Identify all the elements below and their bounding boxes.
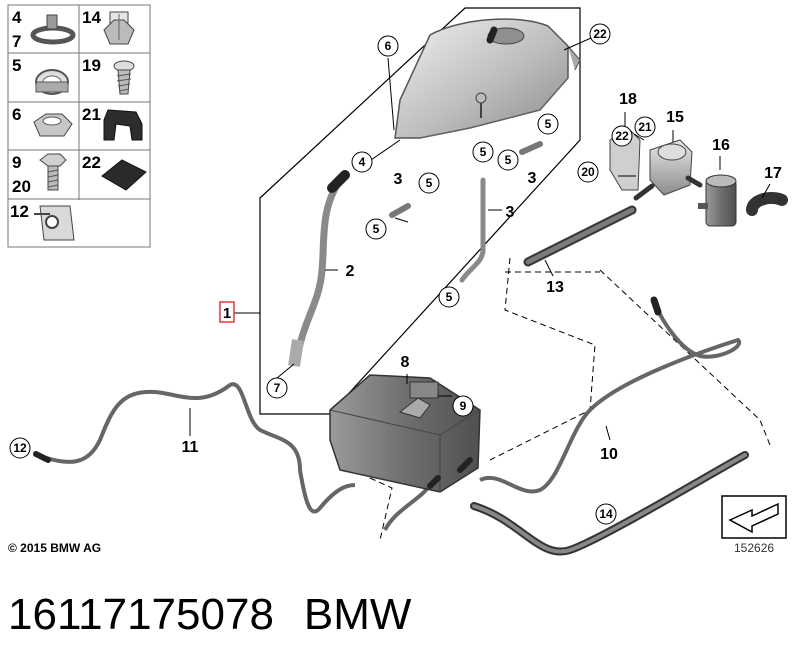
hose-end — [33, 451, 51, 463]
direction-arrow-icon — [721, 495, 787, 539]
pad-icon — [101, 159, 147, 191]
expansion-tank — [394, 18, 581, 139]
callout-8[interactable]: 8 — [401, 354, 410, 371]
hose-end — [327, 170, 350, 193]
part-number: 16117175078 — [8, 590, 274, 639]
spring-clip-icon — [103, 11, 135, 45]
svg-text:7: 7 — [274, 381, 281, 395]
fuel-line-11 — [39, 382, 356, 514]
svg-text:21: 21 — [638, 120, 652, 134]
svg-text:5: 5 — [373, 222, 380, 236]
callout-5[interactable]: 5 — [537, 113, 559, 135]
legend-label: 9 — [12, 153, 21, 172]
svg-text:5: 5 — [480, 145, 487, 159]
callout-5[interactable]: 5 — [497, 149, 519, 171]
part-brand: BMW — [303, 590, 412, 639]
elbow-17 — [746, 192, 788, 216]
rubber-mount-icon — [103, 109, 143, 141]
legend-label: 4 — [12, 8, 22, 27]
legend-label: 19 — [82, 56, 101, 75]
legend-grid — [7, 4, 151, 248]
svg-text:5: 5 — [426, 176, 433, 190]
callout-5[interactable]: 5 — [438, 286, 460, 308]
callout-20[interactable]: 20 — [577, 161, 599, 183]
svg-text:20: 20 — [581, 165, 595, 179]
callout-5[interactable]: 5 — [365, 218, 387, 240]
callout-22[interactable]: 22 — [611, 125, 633, 147]
callout-3[interactable]: 3 — [528, 170, 537, 187]
callout-3[interactable]: 3 — [506, 204, 515, 221]
callout-10[interactable]: 10 — [600, 446, 618, 463]
dashed-outline — [369, 257, 771, 541]
callout-6[interactable]: 6 — [377, 35, 399, 57]
hose-end — [288, 339, 304, 367]
legend-label: 7 — [12, 32, 21, 51]
legend-label: 22 — [82, 153, 101, 172]
leader-lines — [189, 33, 771, 441]
hose-2 — [296, 176, 344, 349]
svg-text:1: 1 — [223, 305, 231, 322]
hose-end — [650, 296, 662, 316]
callout-14[interactable]: 14 — [595, 503, 617, 525]
callout-3[interactable]: 3 — [394, 171, 403, 188]
svg-text:4: 4 — [359, 155, 366, 169]
screw-icon — [113, 60, 135, 95]
parts-diagram: 4 7 14 5 19 6 21 9 20 22 12 — [7, 4, 788, 556]
hose-piece — [519, 141, 543, 155]
canister-8 — [329, 374, 481, 493]
callout-16[interactable]: 16 — [712, 137, 730, 154]
svg-text:9: 9 — [460, 399, 467, 413]
copyright-text: © 2015 BMW AG — [8, 541, 102, 555]
holder-clip-icon — [34, 205, 75, 241]
hose-piece — [389, 203, 411, 218]
hex-nut-icon — [33, 113, 73, 137]
svg-text:12: 12 — [13, 441, 27, 455]
filter-16 — [698, 174, 737, 227]
fuel-line-14 — [470, 451, 749, 556]
callout-21[interactable]: 21 — [634, 116, 656, 138]
hose-3 — [459, 177, 486, 283]
legend-label: 21 — [82, 105, 101, 124]
callout-4[interactable]: 4 — [351, 151, 373, 173]
hose-13-core — [525, 207, 635, 265]
legend-label: 5 — [12, 56, 21, 75]
fuel-line-10 — [479, 305, 742, 494]
callout-17[interactable]: 17 — [764, 165, 782, 182]
diagram-number: 152626 — [734, 541, 775, 555]
callout-22[interactable]: 22 — [589, 23, 611, 45]
part-caption: 16117175078 BMW — [8, 588, 411, 642]
callout-5[interactable]: 5 — [418, 172, 440, 194]
callout-7[interactable]: 7 — [266, 377, 288, 399]
svg-text:22: 22 — [593, 27, 607, 41]
legend-label: 12 — [10, 202, 29, 221]
svg-text:22: 22 — [615, 129, 629, 143]
legend-label: 20 — [12, 177, 31, 196]
callout-12[interactable]: 12 — [9, 437, 31, 459]
hose-clamp-icon — [30, 14, 76, 45]
fuel-line-14-core — [472, 453, 747, 554]
assembly-outline — [259, 7, 581, 415]
svg-text:5: 5 — [545, 117, 552, 131]
callout-18[interactable]: 18 — [619, 91, 637, 108]
hex-bolt-icon — [39, 153, 67, 191]
callout-5[interactable]: 5 — [472, 141, 494, 163]
legend-label: 6 — [12, 105, 21, 124]
callout-15[interactable]: 15 — [666, 109, 684, 126]
callout-1[interactable]: 1 — [219, 301, 235, 323]
callout-2[interactable]: 2 — [346, 263, 355, 280]
svg-text:6: 6 — [385, 39, 392, 53]
legend-label: 14 — [82, 8, 101, 27]
svg-text:5: 5 — [505, 153, 512, 167]
callout-11[interactable]: 11 — [182, 439, 199, 456]
clamp-icon — [35, 69, 69, 95]
svg-text:14: 14 — [599, 507, 613, 521]
callout-13[interactable]: 13 — [546, 279, 564, 296]
fuel-line-small — [383, 483, 432, 531]
svg-text:5: 5 — [446, 290, 453, 304]
callout-9[interactable]: 9 — [452, 395, 474, 417]
